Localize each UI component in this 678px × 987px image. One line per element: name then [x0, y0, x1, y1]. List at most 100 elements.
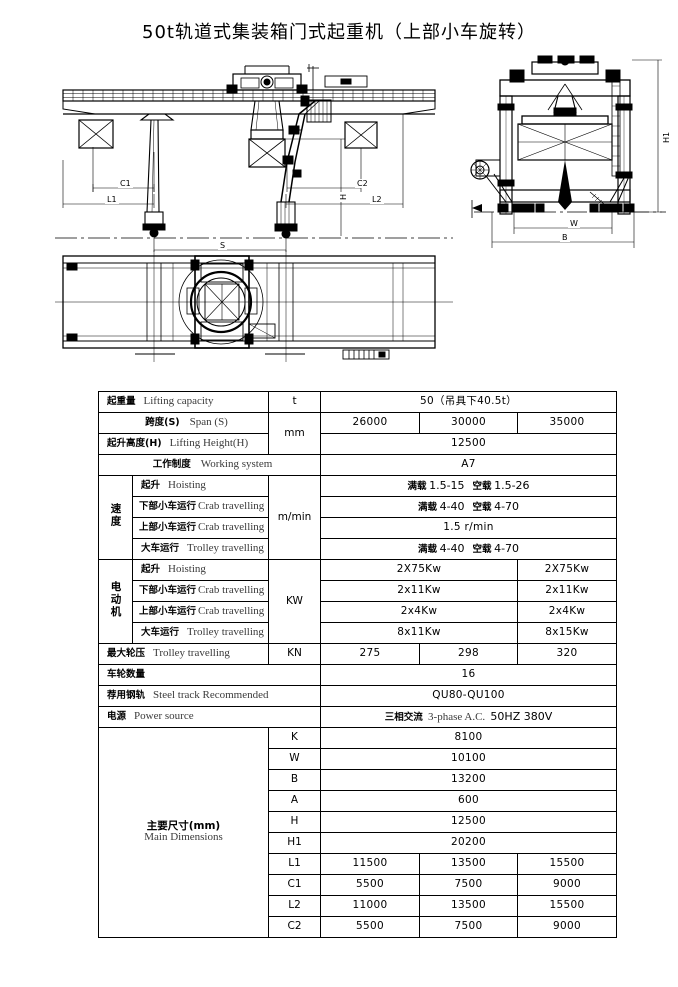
- group-label-text: 速度: [109, 503, 122, 529]
- label-cn: 荐用钢轨: [107, 690, 146, 701]
- specification-table: 起重量 Lifting capacity t 50（吊具下40.5t） 跨度(S…: [98, 391, 618, 938]
- value-cell-b: 2x4Kw: [516, 601, 618, 623]
- label-cn: 最大轮压: [107, 648, 146, 659]
- value-cell: 320: [516, 643, 618, 665]
- value-cell: 26000: [320, 412, 420, 434]
- row-label-speed-hoisting: 起升 Hoisting: [132, 475, 269, 497]
- row-label-speed-trolley: 大车运行 Trolley travelling: [132, 538, 269, 560]
- dim-label-l2: L2: [370, 195, 384, 204]
- main-dimensions-en: Main Dimensions: [144, 831, 223, 844]
- table-row-max-wheel-load: 最大轮压 Trolley travelling KN 275 298 320: [98, 643, 618, 665]
- label-cn: 起升: [141, 564, 161, 575]
- table-row-motor-hoisting: 电动机 起升 Hoisting KW 2X75Kw 2X75Kw: [98, 559, 618, 644]
- table-row-wheel-quantity: 车轮数量 16: [98, 664, 618, 686]
- unit-cell: t: [268, 391, 321, 413]
- table-row-lifting-height: 起升高度(H) Lifting Height(H) 12500: [98, 433, 618, 455]
- dim-value: 7500: [419, 916, 518, 938]
- dim-name: B: [268, 769, 321, 791]
- table-row-power-source: 电源 Power source 三相交流 3-phase A.C. 50HZ 3…: [98, 706, 618, 728]
- value-cell-speed-lower-crab: 满载 4-40 空载 4-70: [319, 496, 618, 518]
- value-cell-b: 2X75Kw: [516, 559, 618, 581]
- value-cell-b: 8x15Kw: [516, 622, 618, 644]
- value-cell-a: 8x11Kw: [320, 622, 518, 644]
- row-label-motor-trolley: 大车运行 Trolley travelling: [132, 622, 269, 644]
- power-cn: 三相交流: [384, 711, 423, 723]
- group-label-speed: 速度: [98, 475, 133, 560]
- load-val-full: 4-40: [439, 499, 465, 513]
- value-cell: 1.5 r/min: [319, 517, 618, 539]
- dim-label-l1: L1: [105, 195, 119, 204]
- value-cell: 275: [320, 643, 420, 665]
- label-en: Steel track Recommended: [153, 689, 269, 702]
- load-cn-empty: 空载: [472, 543, 492, 555]
- label-cn: 车轮数量: [107, 669, 146, 681]
- row-label-power-source: 电源 Power source: [98, 706, 321, 728]
- value-cell: 30000: [419, 412, 518, 434]
- row-label-max-wheel-load: 最大轮压 Trolley travelling: [98, 643, 269, 665]
- row-label-lifting-capacity: 起重量 Lifting capacity: [98, 391, 269, 413]
- elevation-view: [55, 64, 453, 252]
- label-cn: 电源: [107, 711, 127, 722]
- dim-value: 8100: [319, 727, 618, 749]
- value-cell-a: 2x4Kw: [320, 601, 518, 623]
- value-cell-power-source: 三相交流 3-phase A.C. 50HZ 380V: [319, 706, 618, 728]
- label-en: Span (S): [189, 416, 228, 429]
- value-cell-b: 2x11Kw: [516, 580, 618, 602]
- label-cn: 跨度(S): [145, 417, 180, 428]
- label-en: Working system: [200, 458, 273, 471]
- load-cn-full: 满载: [417, 501, 437, 513]
- table-row-speed-trolley: 大车运行 Trolley travelling 满载 4-40 空载 4-70: [99, 538, 618, 560]
- label-en: Crab travelling: [198, 584, 265, 597]
- dim-value: 13500: [419, 895, 518, 917]
- load-cn-full: 满载: [407, 480, 427, 492]
- dim-value: 13500: [419, 853, 518, 875]
- label-cn: 大车运行: [141, 627, 180, 638]
- power-num: 50HZ 380V: [490, 709, 553, 723]
- table-row-dim-l2: L2 11000 13500 15500: [99, 895, 618, 917]
- unit-cell: m/min: [268, 475, 321, 560]
- label-en: Trolley travelling: [187, 542, 264, 555]
- table-row-dim-h1: H1 20200: [99, 832, 618, 854]
- value-cell: 298: [419, 643, 518, 665]
- dim-name: W: [268, 748, 321, 770]
- table-row-motor-trolley: 大车运行 Trolley travelling 8x11Kw 8x15Kw: [99, 622, 618, 644]
- value-cell: A7: [319, 454, 618, 476]
- load-val-full: 4-40: [439, 541, 465, 555]
- label-en: Lifting Height(H): [169, 437, 249, 450]
- dim-value: 9000: [516, 916, 618, 938]
- label-cn: 下部小车运行: [139, 501, 197, 512]
- row-label-span: 跨度(S) Span (S): [98, 412, 269, 434]
- value-cell: 12500: [319, 433, 618, 455]
- unit-cell: KN: [268, 643, 321, 665]
- label-cn: 工作制度: [152, 459, 191, 470]
- dim-label-h: H: [339, 191, 348, 202]
- label-cn: 下部小车运行: [139, 585, 197, 596]
- label-en: Trolley travelling: [153, 647, 230, 660]
- load-cn-empty: 空载: [472, 480, 492, 492]
- dim-value: 15500: [516, 853, 618, 875]
- dim-label-h1: H1: [662, 129, 671, 145]
- value-cell-speed-hoisting: 满载 1.5-15 空载 1.5-26: [319, 475, 618, 497]
- dim-name: H: [268, 811, 321, 833]
- row-label-speed-lower-crab: 下部小车运行 Crab travelling: [132, 496, 269, 518]
- row-label-steel-track: 荐用钢轨 Steel track Recommended: [98, 685, 321, 707]
- side-view: [470, 55, 666, 248]
- label-en: Crab travelling: [198, 605, 265, 618]
- table-row-speed-lower-crab: 下部小车运行 Crab travelling 满载 4-40 空载 4-70: [99, 496, 618, 518]
- label-en: Hoisting: [168, 563, 206, 576]
- dim-label-w: W: [568, 219, 580, 228]
- table-row-motor-upper-crab: 上部小车运行 Crab travelling 2x4Kw 2x4Kw: [99, 601, 618, 623]
- power-en: 3-phase A.C.: [428, 710, 486, 723]
- row-label-motor-upper-crab: 上部小车运行 Crab travelling: [132, 601, 269, 623]
- dim-name: K: [268, 727, 321, 749]
- load-val-empty: 4-70: [494, 499, 520, 513]
- dim-value: 12500: [319, 811, 618, 833]
- row-label-lifting-height: 起升高度(H) Lifting Height(H): [98, 433, 269, 455]
- row-label-working-system: 工作制度 Working system: [98, 454, 321, 476]
- table-row-working-system: 工作制度 Working system A7: [98, 454, 618, 476]
- table-row-lifting-capacity: 起重量 Lifting capacity t 50（吊具下40.5t）: [98, 391, 618, 413]
- row-label-motor-lower-crab: 下部小车运行 Crab travelling: [132, 580, 269, 602]
- dim-value: 10100: [319, 748, 618, 770]
- value-cell: QU80-QU100: [319, 685, 618, 707]
- dim-label-s: S: [218, 241, 228, 250]
